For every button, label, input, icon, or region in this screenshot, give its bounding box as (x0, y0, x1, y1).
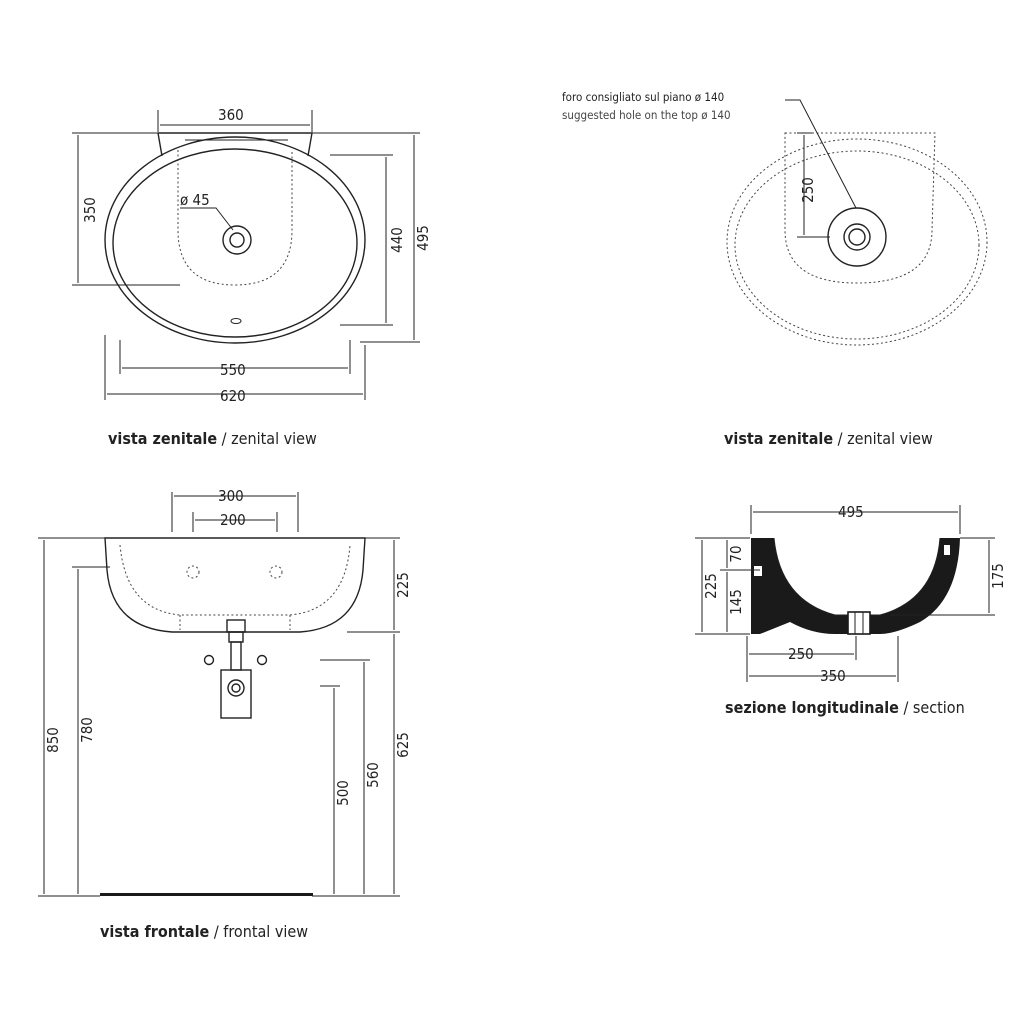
dim-200: 200 (220, 511, 246, 529)
dim-section-70: 70 (727, 545, 745, 562)
dim-section-175: 175 (989, 563, 1007, 589)
dim-section-225: 225 (702, 573, 720, 599)
dim-850: 850 (44, 727, 62, 753)
dim-section-495: 495 (838, 503, 864, 521)
dim-440: 440 (388, 227, 406, 253)
caption-zenital-right: vista zenitale / zenital view (724, 429, 933, 448)
dim-350: 350 (81, 197, 99, 223)
view-zenital-left: ø 45 360 350 440 495 550 620 vista zenit… (72, 106, 432, 448)
basin-outer-dotted (726, 138, 988, 346)
dim-225: 225 (394, 572, 412, 598)
dim-section-250: 250 (788, 645, 814, 663)
dim-780: 780 (78, 717, 96, 743)
overflow-slot (754, 566, 762, 576)
section-basin-body (751, 538, 960, 634)
dim-625: 625 (394, 732, 412, 758)
tap-hole-right (269, 565, 283, 579)
basin-front-body (104, 537, 366, 633)
countertop-hole (827, 207, 887, 267)
dim-500: 500 (334, 780, 352, 806)
dim-360: 360 (218, 106, 244, 124)
dim-620: 620 (220, 387, 246, 405)
basin-outer-rim (104, 136, 366, 344)
dim-300: 300 (218, 487, 244, 505)
note-hole-en: suggested hole on the top ø 140 (562, 108, 731, 122)
bowl-dotted-outline (177, 150, 293, 286)
siphon (203, 619, 268, 719)
dim-250: 250 (799, 177, 817, 203)
dim-hole: ø 45 (180, 191, 210, 209)
floor-line (100, 893, 313, 896)
view-section: 495 225 70 145 175 250 350 sezione longi… (695, 503, 1007, 717)
view-zenital-right: foro consigliato sul piano ø 140 suggest… (562, 90, 988, 448)
basin-inner-dotted (734, 150, 980, 340)
view-frontal: 300 200 850 780 225 625 560 500 vista fr… (38, 487, 412, 941)
basin-inner-rim (112, 148, 358, 338)
caption-zenital-left: vista zenitale / zenital view (108, 429, 317, 448)
dim-550: 550 (220, 361, 246, 379)
dim-section-350: 350 (820, 667, 846, 685)
drain-hole-inner (229, 232, 245, 248)
caption-section: sezione longitudinale / section (725, 698, 965, 717)
dim-section-145: 145 (727, 589, 745, 615)
dim-495: 495 (414, 225, 432, 251)
back-plate-dotted (784, 132, 936, 284)
note-hole-it: foro consigliato sul piano ø 140 (562, 90, 724, 104)
tap-hole-left (186, 565, 200, 579)
dim-560: 560 (364, 762, 382, 788)
drain-hole-outer (222, 225, 252, 255)
caption-frontal: vista frontale / frontal view (100, 922, 308, 941)
